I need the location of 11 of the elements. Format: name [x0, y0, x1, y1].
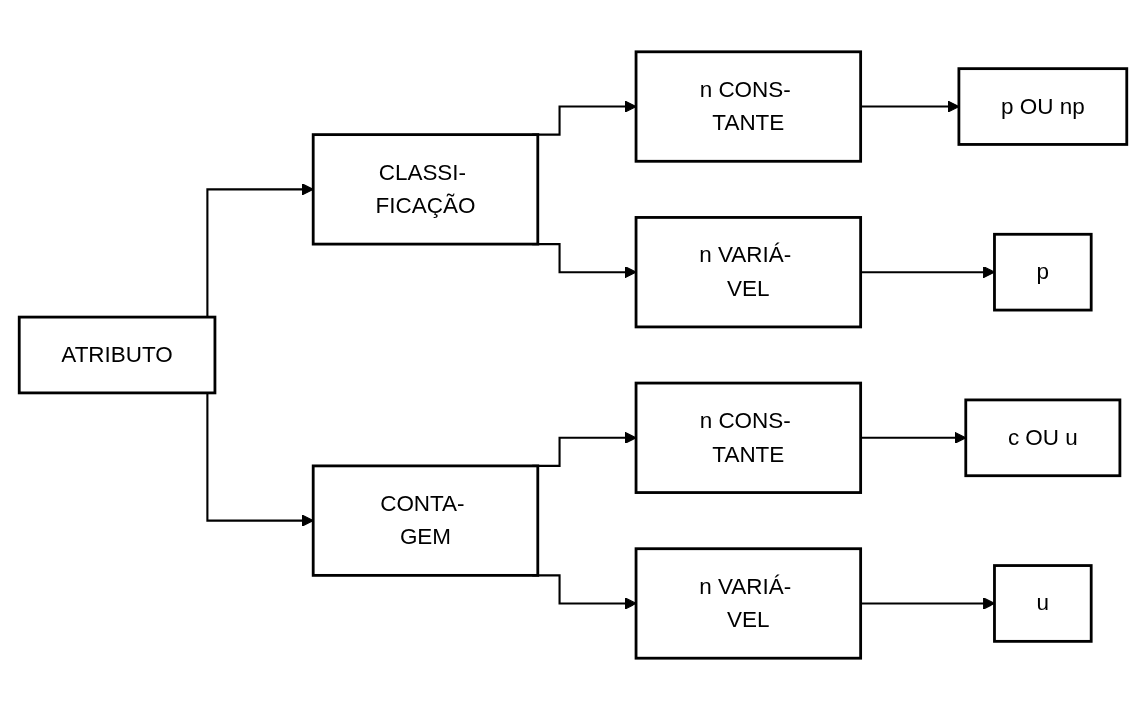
- node-box: n CONS- TANTE: [634, 381, 863, 494]
- node-box: ATRIBUTO: [17, 315, 217, 395]
- node-box: p OU np: [957, 67, 1129, 146]
- node-box: u: [993, 564, 1093, 643]
- node-box: c OU u: [964, 398, 1122, 478]
- node-box: n CONS- TANTE: [634, 50, 863, 163]
- node-box: CONTA- GEM: [311, 464, 540, 577]
- node-box: CLASSI- FICAÇÃO: [311, 133, 540, 246]
- node-box: p: [993, 232, 1093, 312]
- node-box: n VARIÁ- VEL: [634, 547, 863, 660]
- node-box: n VARIÁ- VEL: [634, 216, 863, 329]
